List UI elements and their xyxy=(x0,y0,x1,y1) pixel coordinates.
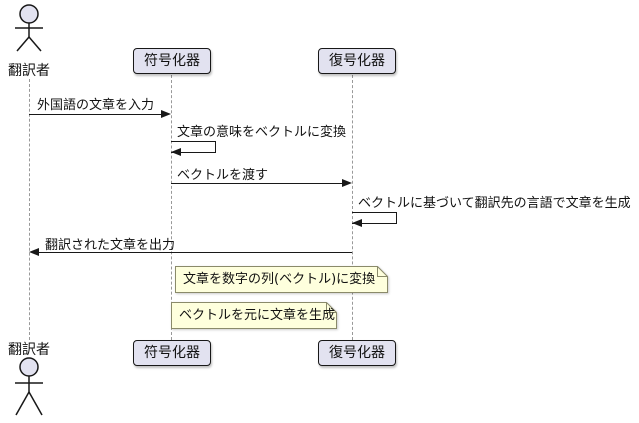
message-4-label: ベクトルに基づいて翻訳先の言語で文章を生成 xyxy=(358,196,631,211)
message-4-arrowhead-icon xyxy=(352,219,362,227)
lifeline-decoder xyxy=(352,75,353,340)
message-2-self-line xyxy=(171,141,216,153)
actor-icon xyxy=(7,3,51,53)
lifeline-encoder xyxy=(171,75,172,340)
message-3-label: ベクトルを渡す xyxy=(177,168,269,183)
message-5-line xyxy=(37,252,352,253)
actor-label-bottom: 翻訳者 xyxy=(8,342,50,358)
lifeline-translator xyxy=(29,79,30,340)
message-1-arrowhead-icon xyxy=(161,110,171,118)
message-5-arrowhead-icon xyxy=(29,248,39,256)
message-5-label: 翻訳された文章を出力 xyxy=(45,238,176,253)
participant-encoder-top: 符号化器 xyxy=(133,48,211,74)
participant-decoder-top: 復号化器 xyxy=(318,48,396,74)
note-decoder: ベクトルを元に文章を生成 xyxy=(171,302,337,329)
message-3-arrowhead-icon xyxy=(342,179,352,187)
participant-decoder-bottom: 復号化器 xyxy=(318,340,396,366)
actor-icon-bottom xyxy=(7,356,51,418)
message-2-arrowhead-icon xyxy=(171,148,181,156)
message-3-line xyxy=(171,183,345,184)
participant-encoder-bottom: 符号化器 xyxy=(133,340,211,366)
note-encoder-text: 文章を数字の列(ベクトル)に変換 xyxy=(183,272,376,287)
message-4-self-line xyxy=(352,212,397,224)
note-decoder-text: ベクトルを元に文章を生成 xyxy=(179,308,336,323)
message-2-label: 文章の意味をベクトルに変換 xyxy=(177,125,347,140)
note-encoder: 文章を数字の列(ベクトル)に変換 xyxy=(175,266,388,293)
actor-label-top: 翻訳者 xyxy=(8,63,50,79)
message-1-label: 外国語の文章を入力 xyxy=(37,98,155,113)
message-1-line xyxy=(29,114,163,115)
